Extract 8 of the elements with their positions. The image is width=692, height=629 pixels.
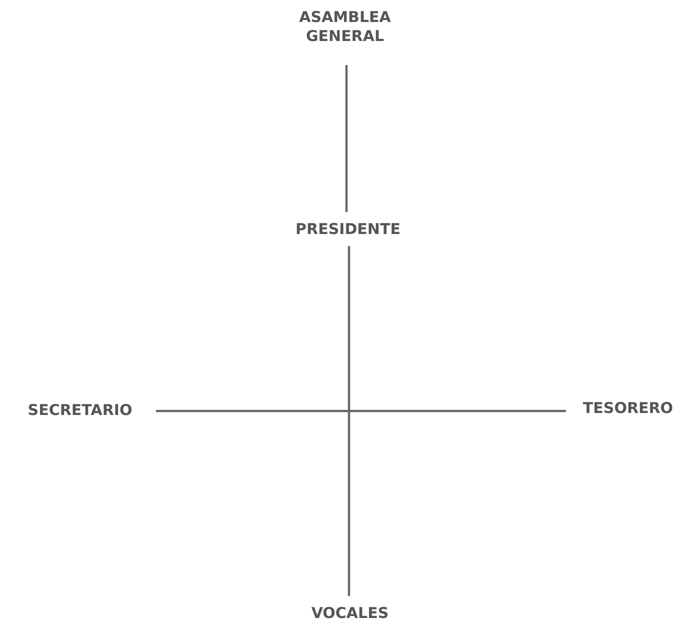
connector-line bbox=[348, 246, 350, 596]
position-label: VOCALES bbox=[290, 596, 410, 628]
connector-line bbox=[345, 65, 348, 212]
position-label: ASAMBLEA GENERAL bbox=[265, 2, 425, 65]
connector-line bbox=[156, 410, 566, 412]
position-label: SECRETARIO bbox=[4, 396, 156, 424]
position-label: TESORERO bbox=[566, 394, 690, 422]
position-label: PRESIDENTE bbox=[275, 212, 421, 246]
